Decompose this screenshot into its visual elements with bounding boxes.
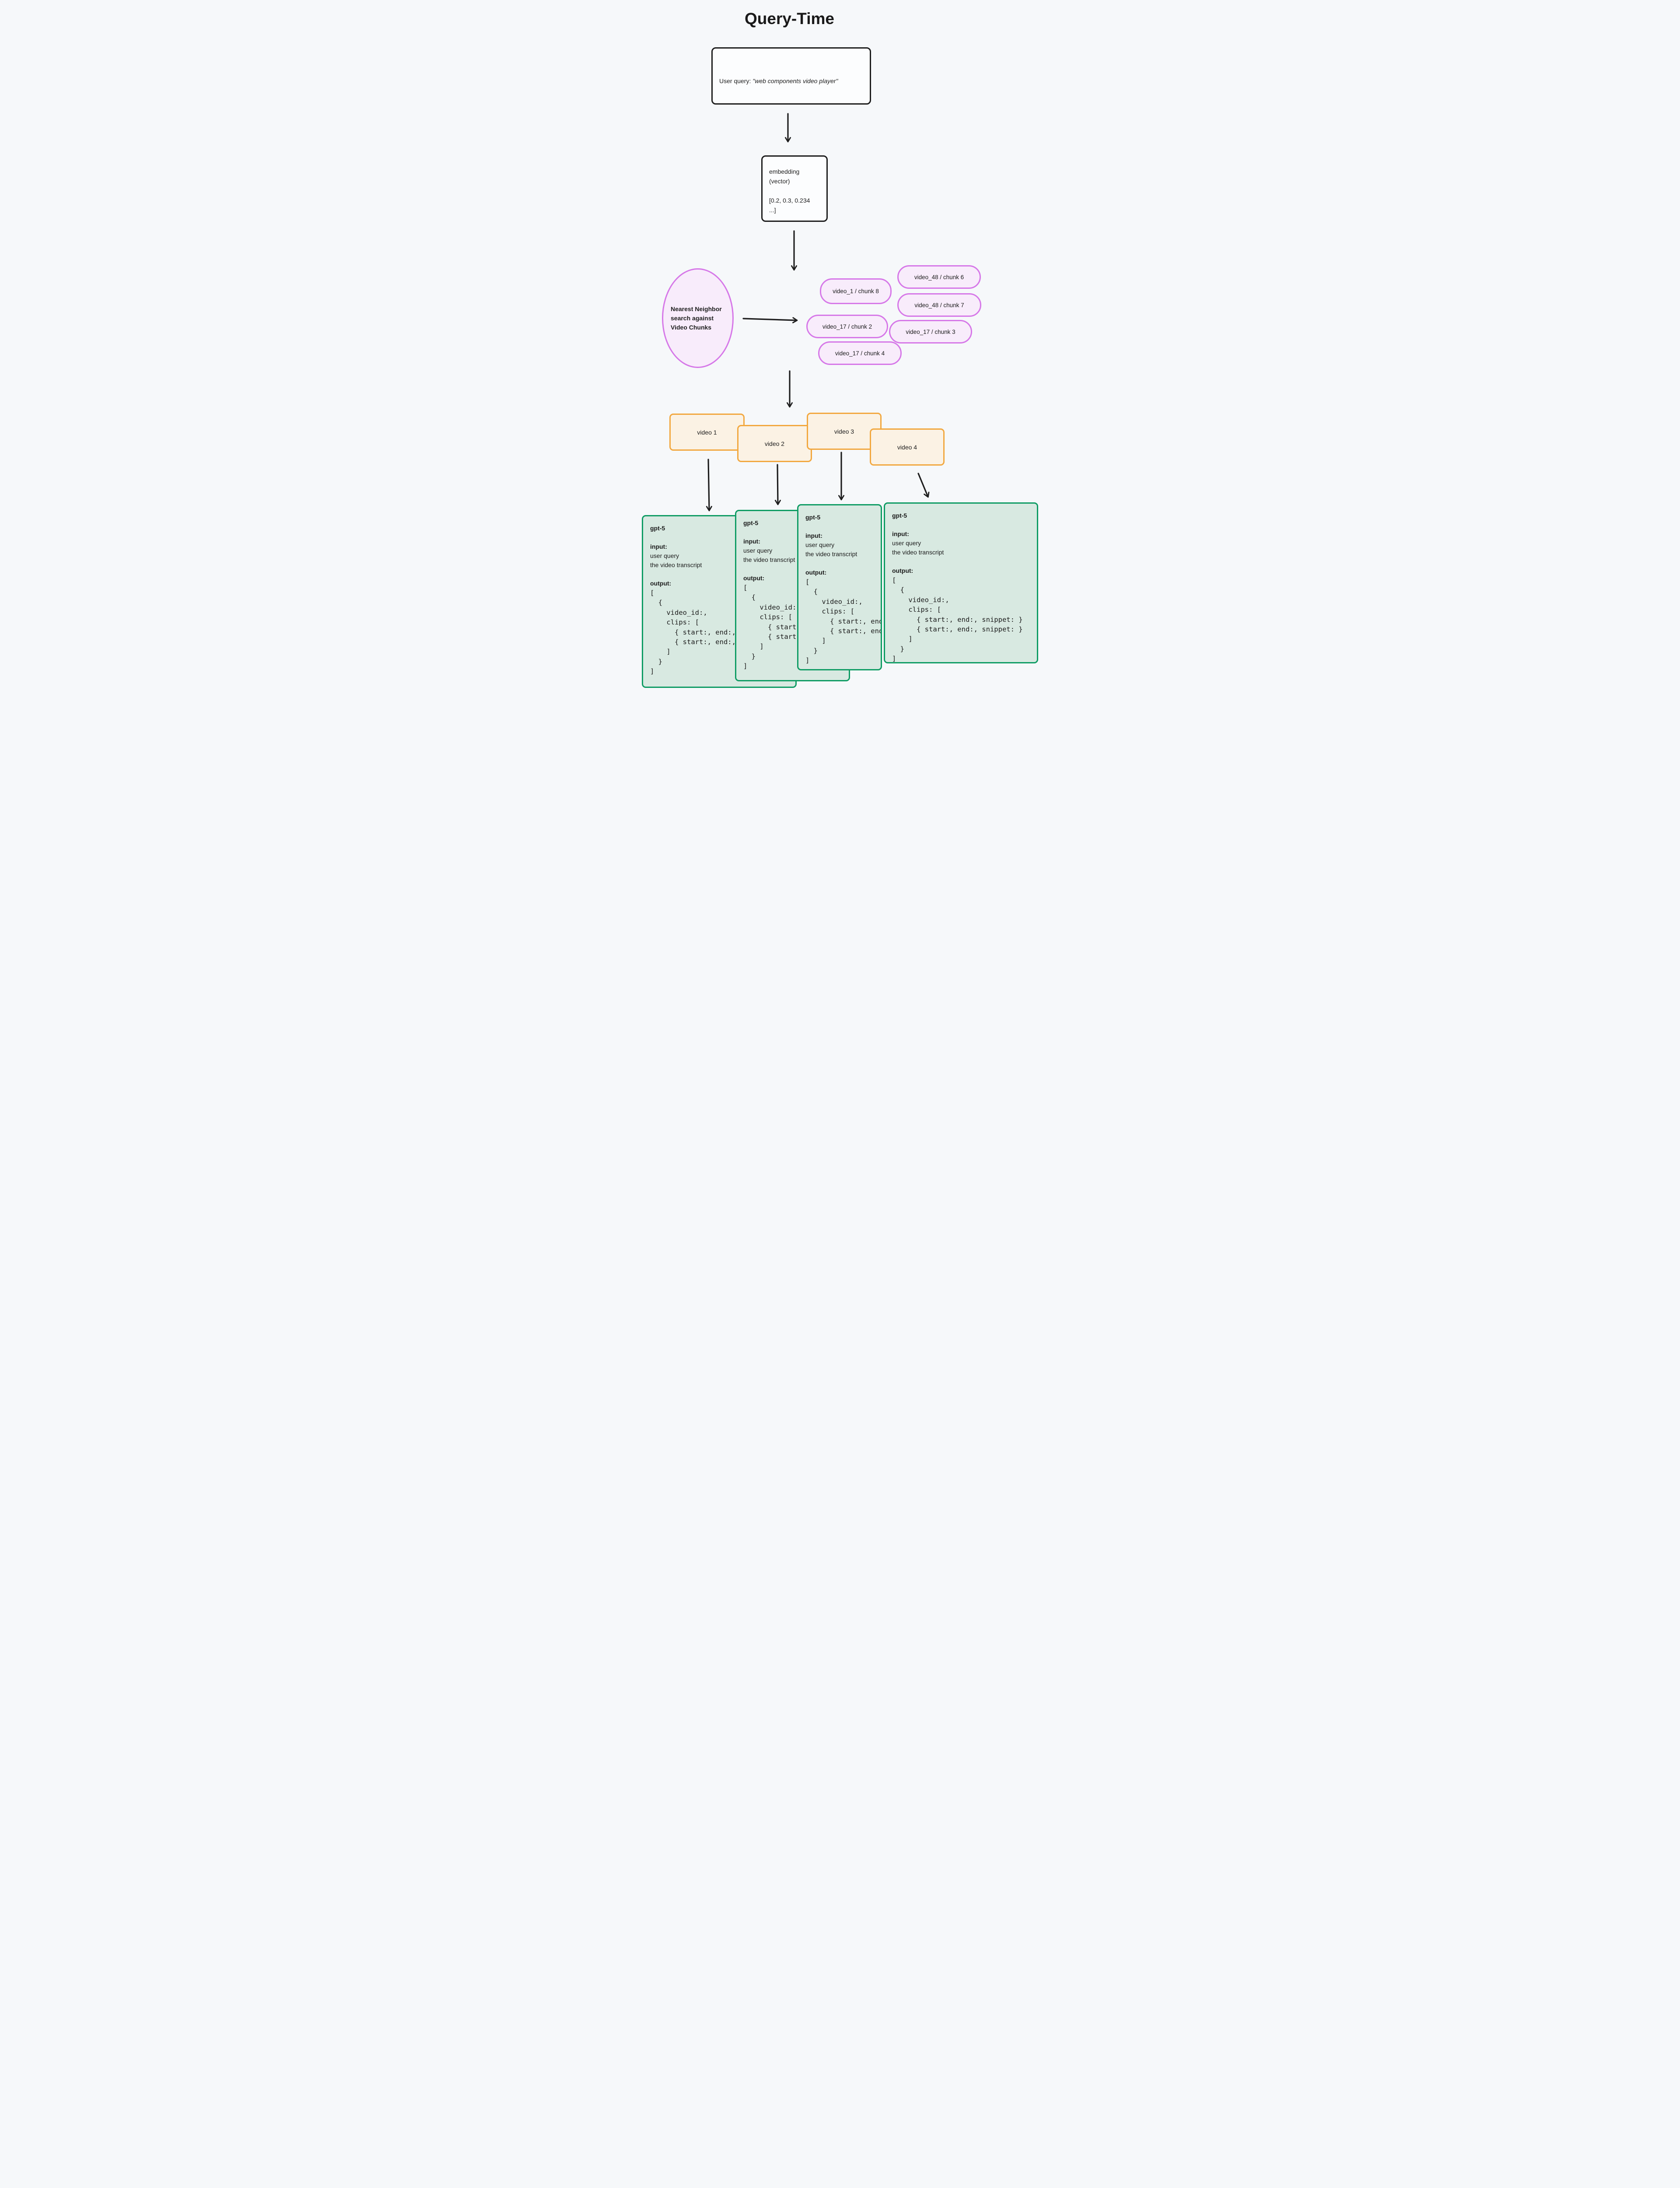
gpt-output-label: output: [650,580,672,587]
gpt-input-line: user query [743,547,773,554]
gpt-input-line: user query [892,540,921,547]
video-card-4: video 4 [870,428,945,466]
gpt-box-3: gpt-5 input: user query the video transc… [797,504,882,670]
gpt-input-line: the video transcript [743,556,795,563]
chunk-pill-label: video_17 / chunk 4 [835,350,885,357]
chunk-pill-video17-chunk3: video_17 / chunk 3 [889,320,972,344]
nn-line-3: Video Chunks [671,323,712,331]
gpt-box-4: gpt-5 input: user query the video transc… [884,502,1038,663]
user-query-box: User query: "web components video player… [711,47,871,105]
gpt-spacer [805,522,874,531]
embedding-vector-1: [0.2, 0.3, 0.234 [769,197,810,204]
video-card-label: video 3 [834,428,854,435]
gpt-model-name: gpt-5 [805,514,821,521]
chunk-pill-label: video_48 / chunk 6 [914,274,964,281]
chunk-pill-label: video_48 / chunk 7 [914,302,964,309]
embedding-box: embedding (vector) [0.2, 0.3, 0.234 ...] [761,155,828,222]
video-card-3: video 3 [807,413,882,450]
user-query-text: User query: "web components video player… [719,77,838,85]
chunk-pill-video48-chunk7: video_48 / chunk 7 [897,293,981,317]
video-card-1: video 1 [669,414,745,451]
video-card-label: video 4 [897,443,917,451]
chunk-pill-video48-chunk6: video_48 / chunk 6 [897,265,981,289]
arrow-video4-to-gpt4 [917,473,930,498]
chunk-pill-video17-chunk4: video_17 / chunk 4 [818,341,902,365]
arrow-ellipse-to-chunks [742,317,798,323]
video-card-2: video 2 [737,425,812,462]
chunk-pill-label: video_17 / chunk 2 [822,323,872,330]
embedding-vector-2: ...] [769,207,776,214]
gpt-output-label: output: [892,567,914,574]
diagram-canvas: Query-Time User query: "web components v… [630,0,1050,697]
chunk-pill-label: video_1 / chunk 8 [833,288,879,295]
chunk-pill-video17-chunk2: video_17 / chunk 2 [806,315,888,338]
gpt-spacer [892,520,1030,529]
gpt-input-label: input: [650,543,667,550]
video-card-label: video 2 [764,440,785,447]
gpt-model-name: gpt-5 [650,525,665,532]
nn-line-1: Nearest Neighbor [671,305,722,312]
embedding-line-1: embedding [769,168,800,175]
arrow-video2-to-gpt2 [774,464,781,505]
gpt-output-code: [ { video_id:, clips: [ { start:, end:, … [892,576,1023,663]
embedding-spacer [769,186,823,196]
gpt-input-line: the video transcript [650,561,702,568]
gpt-input-label: input: [805,532,822,539]
gpt-output-label: output: [743,575,765,582]
video-card-label: video 1 [697,428,717,436]
gpt-output-label: output: [805,569,827,576]
gpt-input-label: input: [892,530,909,537]
gpt-input-line: user query [650,552,679,559]
gpt-input-line: the video transcript [805,551,858,558]
diagram-title: Query-Time [745,10,834,28]
user-query-prefix: User query: [719,77,753,84]
user-query-quote: "web components video player" [752,77,838,84]
gpt-input-line: user query [805,541,835,548]
gpt-model-name: gpt-5 [892,512,907,519]
gpt-spacer [805,559,874,568]
gpt-input-line: the video transcript [892,549,944,556]
nearest-neighbor-ellipse: Nearest Neighbor search against Video Ch… [662,268,734,368]
gpt-input-label: input: [743,538,760,545]
nn-line-2: search against [671,314,714,322]
chunk-pill-video1-chunk8: video_1 / chunk 8 [820,278,892,304]
gpt-model-name: gpt-5 [743,519,759,526]
gpt-output-code: [ { video_id:, clips: [ { start:, end:, … [805,578,881,665]
nearest-neighbor-text: Nearest Neighbor search against Video Ch… [671,305,722,332]
chunk-pill-label: video_17 / chunk 3 [906,328,956,335]
gpt-spacer [892,557,1030,566]
embedding-line-2: (vector) [769,178,790,185]
arrow-video1-to-gpt1 [706,459,712,512]
